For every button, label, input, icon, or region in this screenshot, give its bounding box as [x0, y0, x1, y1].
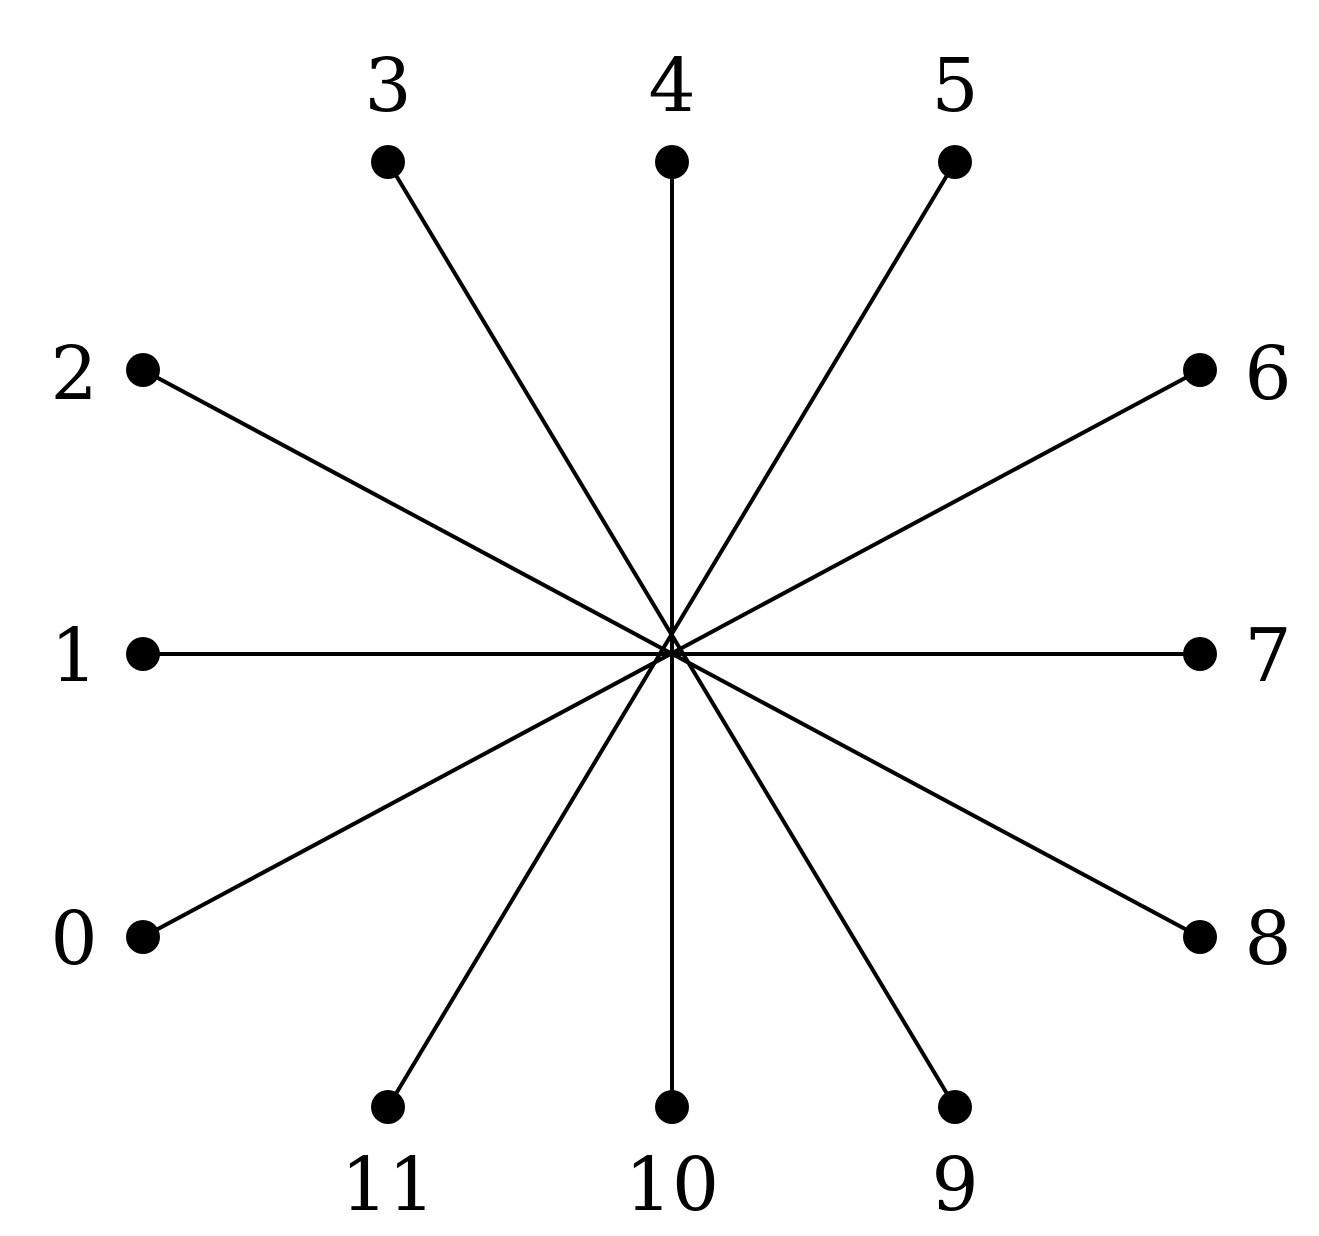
labels-layer: 0 1 2 3 4 5 6 7 8 9 10 11 [50, 43, 1291, 1228]
node-4 [655, 145, 689, 179]
node-2 [126, 353, 160, 387]
node-label-10: 10 [625, 1142, 719, 1228]
edge-5-11 [386, 160, 957, 1109]
node-label-5: 5 [931, 43, 978, 129]
node-8 [1183, 920, 1217, 954]
node-3 [371, 145, 405, 179]
nodes-layer [126, 145, 1217, 1124]
node-11 [371, 1090, 405, 1124]
node-label-7: 7 [1244, 613, 1291, 699]
node-1 [126, 637, 160, 671]
edges-layer [141, 160, 1202, 1109]
node-7 [1183, 637, 1217, 671]
node-label-1: 1 [50, 613, 97, 699]
node-label-9: 9 [931, 1142, 978, 1228]
node-6 [1183, 353, 1217, 387]
node-label-0: 0 [50, 896, 97, 982]
node-5 [938, 145, 972, 179]
node-label-2: 2 [50, 331, 97, 417]
node-10 [655, 1090, 689, 1124]
node-label-11: 11 [341, 1142, 435, 1228]
node-label-6: 6 [1244, 331, 1291, 417]
node-label-8: 8 [1244, 896, 1291, 982]
node-label-3: 3 [364, 43, 411, 129]
node-0 [126, 920, 160, 954]
node-9 [938, 1090, 972, 1124]
node-label-4: 4 [648, 43, 695, 129]
